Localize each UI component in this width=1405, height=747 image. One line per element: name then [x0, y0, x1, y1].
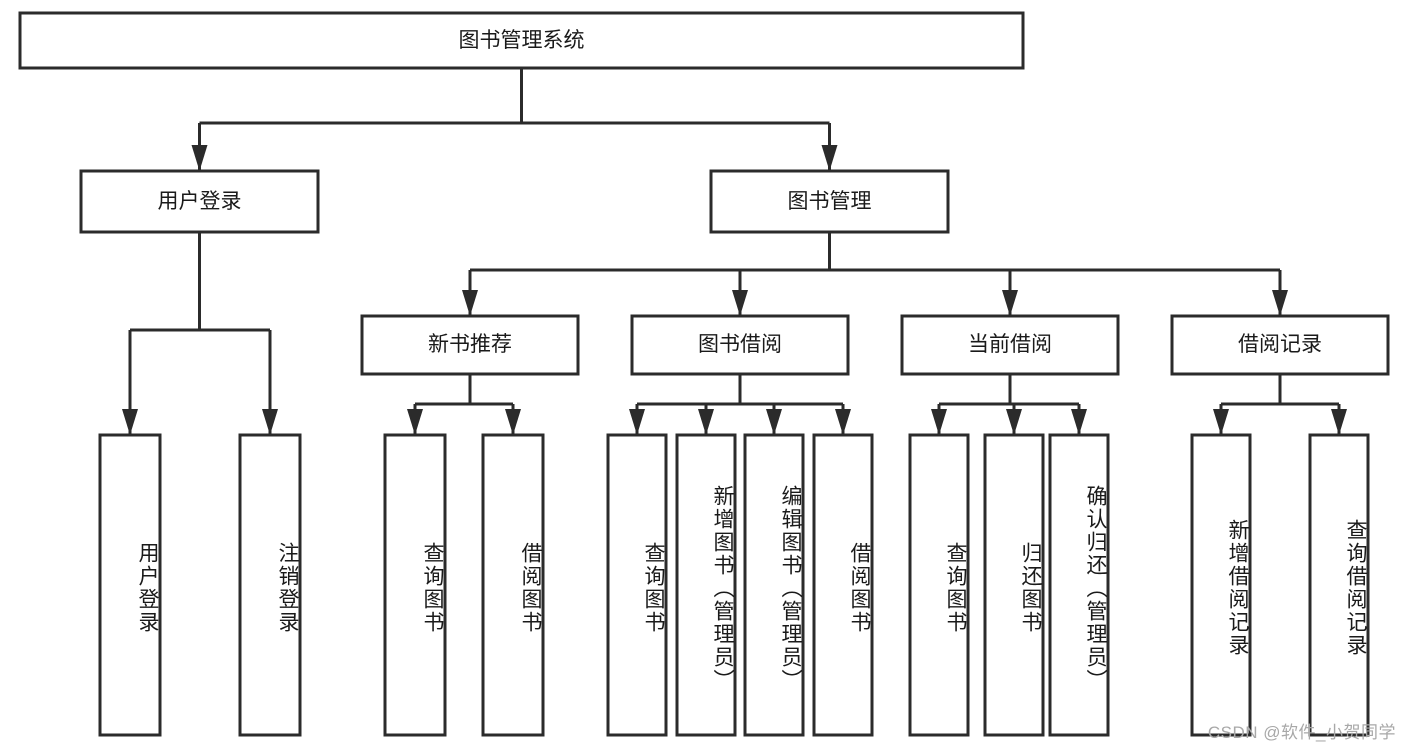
node-box-l-query-book-3[interactable]	[908, 433, 970, 737]
node-box-user-login[interactable]	[79, 169, 320, 234]
connector-arrowhead-l-query-book-1	[407, 409, 423, 435]
node-box-new-book-rec[interactable]	[360, 314, 580, 376]
node-box-leaf-user-login[interactable]	[98, 433, 162, 737]
node-box-l-query-record[interactable]	[1308, 433, 1370, 737]
node-box-l-confirm-return[interactable]	[1048, 433, 1110, 737]
connector-arrowhead-l-return-book	[1006, 409, 1022, 435]
node-box-book-borrow[interactable]	[630, 314, 850, 376]
connector-arrowhead-l-query-book-3	[931, 409, 947, 435]
connector-arrowhead-borrow-record	[1272, 290, 1288, 316]
node-box-l-add-record[interactable]	[1190, 433, 1252, 737]
node-box-l-borrow-book-2[interactable]	[812, 433, 874, 737]
boxes-layer	[18, 11, 1390, 737]
node-box-leaf-user-logout[interactable]	[238, 433, 302, 737]
node-box-l-edit-book[interactable]	[743, 433, 805, 737]
connector-arrowhead-user-login	[191, 145, 208, 171]
node-box-book-manage[interactable]	[709, 169, 950, 234]
connector-arrowhead-l-edit-book	[766, 409, 782, 435]
connector-arrowhead-l-query-record	[1331, 409, 1347, 435]
connectors-layer	[122, 68, 1347, 435]
connector-arrowhead-new-book-rec	[462, 290, 478, 316]
node-box-current-borrow[interactable]	[900, 314, 1120, 376]
connector-arrowhead-leaf-user-logout	[262, 409, 278, 435]
connector-arrowhead-l-query-book-2	[629, 409, 645, 435]
connector-arrowhead-l-add-record	[1213, 409, 1229, 435]
node-box-l-query-book-2[interactable]	[606, 433, 668, 737]
connector-arrowhead-current-borrow	[1002, 290, 1018, 316]
connector-arrowhead-book-borrow	[732, 290, 748, 316]
connector-arrowhead-l-add-book	[698, 409, 714, 435]
node-box-borrow-record[interactable]	[1170, 314, 1390, 376]
node-box-root[interactable]	[18, 11, 1025, 70]
node-box-l-return-book[interactable]	[983, 433, 1045, 737]
connector-arrowhead-book-manage	[821, 145, 838, 171]
connector-arrowhead-l-borrow-book-1	[505, 409, 521, 435]
connector-arrowhead-l-confirm-return	[1071, 409, 1087, 435]
watermark-text: CSDN @软件_小贺同学	[1207, 723, 1396, 742]
node-box-l-borrow-book-1[interactable]	[481, 433, 545, 737]
connector-arrowhead-leaf-user-login	[122, 409, 138, 435]
connector-arrowhead-l-borrow-book-2	[835, 409, 851, 435]
node-box-l-add-book[interactable]	[675, 433, 737, 737]
node-box-l-query-book-1[interactable]	[383, 433, 447, 737]
